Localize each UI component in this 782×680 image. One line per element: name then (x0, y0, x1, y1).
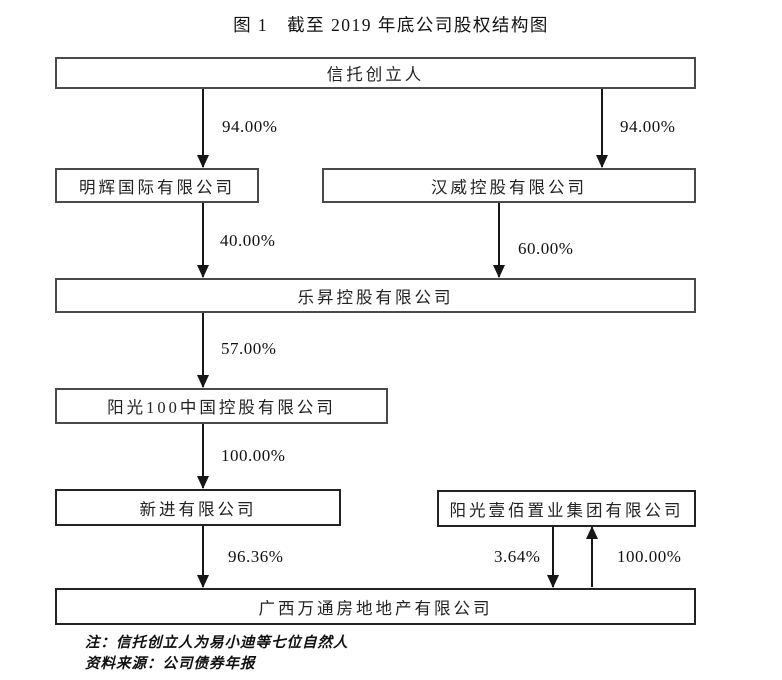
node-xinjin: 新进有限公司 (55, 489, 341, 526)
pct-founder-to-hanwei: 94.00% (620, 117, 676, 136)
pct-group-to-wantong: 3.64% (494, 547, 541, 566)
pct-xinjin-to-wantong: 96.36% (228, 547, 284, 566)
node-lesheng-holdings: 乐昇控股有限公司 (55, 278, 696, 313)
pct-sunshine100-to-xinjin: 100.00% (221, 446, 286, 465)
node-minghui-international: 明辉国际有限公司 (55, 168, 259, 203)
pct-lesheng-to-sunshine100: 57.00% (221, 339, 277, 358)
pct-minghui-to-lesheng: 40.00% (220, 231, 276, 250)
node-hanwei-holdings: 汉威控股有限公司 (322, 168, 696, 203)
footnote-trust-founder: 注：信托创立人为易小迪等七位自然人 (85, 635, 349, 651)
footnote-source: 资料来源：公司债券年报 (85, 656, 256, 672)
pct-founder-to-minghui: 94.00% (222, 117, 278, 136)
node-trust-founder: 信托创立人 (55, 57, 696, 89)
node-guangxi-wantong: 广西万通房地地产有限公司 (55, 588, 696, 625)
node-sunshine100-group: 阳光壹佰置业集团有限公司 (437, 490, 696, 527)
figure-title: 图 1 截至 2019 年底公司股权结构图 (233, 15, 549, 35)
node-sunshine100-china: 阳光100中国控股有限公司 (55, 388, 388, 424)
pct-wantong-to-group: 100.00% (617, 547, 682, 566)
pct-hanwei-to-lesheng: 60.00% (518, 239, 574, 258)
